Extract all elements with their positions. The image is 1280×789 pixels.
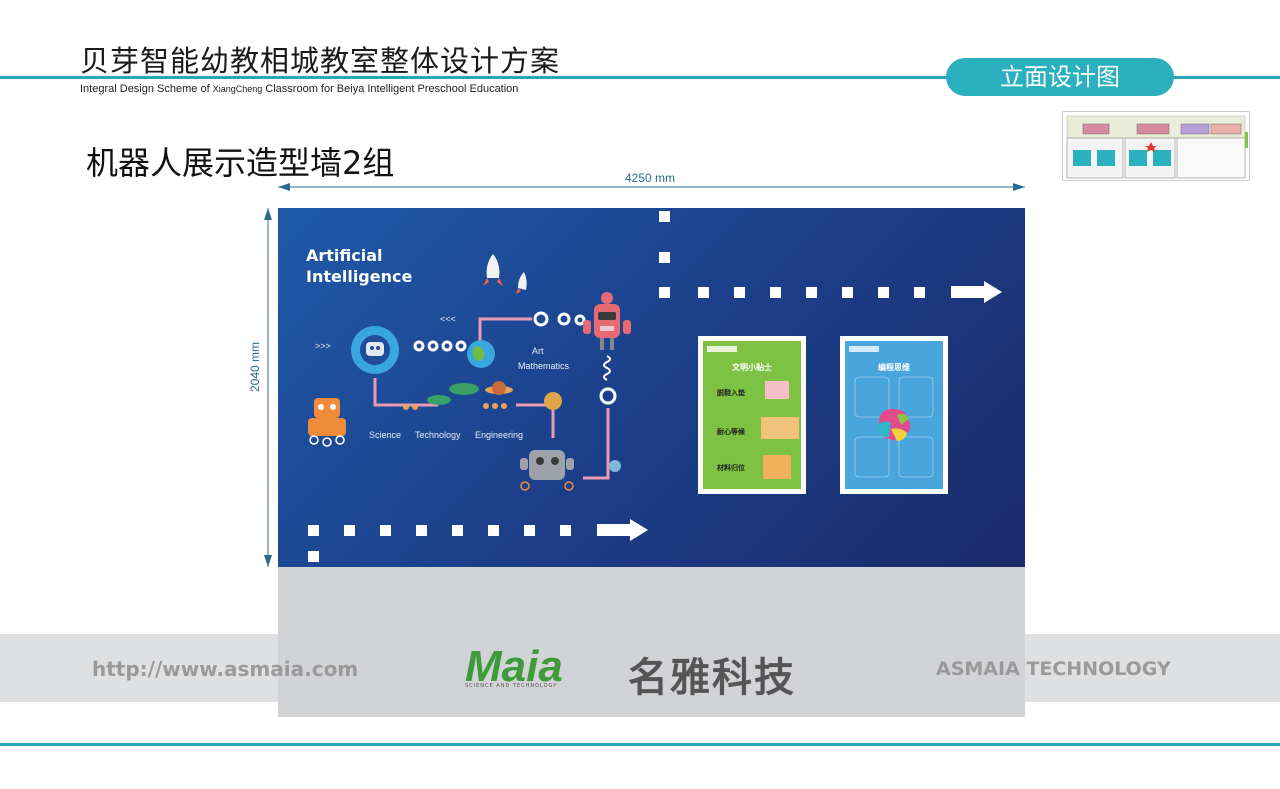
section-badge: 立面设计图 bbox=[946, 58, 1174, 96]
robot-display-wall: Artificial Intelligence bbox=[278, 208, 1025, 567]
label-mathematics: Mathematics bbox=[518, 361, 570, 371]
arrows-left: >>> bbox=[315, 341, 331, 351]
gear-robot-icon bbox=[351, 326, 399, 374]
rocket-icons bbox=[483, 254, 527, 294]
orange-robot-icon bbox=[308, 398, 346, 447]
box-illustration bbox=[763, 455, 791, 479]
arrows-top: <<< bbox=[440, 314, 456, 324]
planet-icons bbox=[427, 381, 621, 472]
watermark-logo-tagline: SCIENCE AND TECHNOLOGY bbox=[465, 683, 558, 689]
wall-illustration bbox=[308, 211, 1002, 562]
poster-logo bbox=[707, 346, 737, 352]
ai-title: Artificial Intelligence bbox=[306, 246, 413, 286]
poster-logo bbox=[849, 346, 879, 352]
document-title: 贝芽智能幼教相城教室整体设计方案 bbox=[80, 44, 561, 78]
watermark-brand-cn: 名雅科技 bbox=[628, 655, 796, 701]
grey-robot-icon bbox=[520, 450, 574, 491]
children-illustration bbox=[761, 417, 799, 439]
poster-title: 编程思维 bbox=[878, 363, 910, 372]
dotted-path-bottom bbox=[308, 519, 648, 562]
poster-item: 材料归位 bbox=[717, 464, 745, 472]
watermark-logo: Maia bbox=[465, 642, 563, 691]
footer-divider bbox=[0, 743, 1280, 746]
shoes-illustration bbox=[765, 381, 789, 399]
section-title: 机器人展示造型墙2组 bbox=[86, 144, 395, 182]
label-engineering: Engineering bbox=[475, 430, 524, 440]
watermark-band bbox=[0, 634, 1280, 702]
brain-diagram bbox=[854, 376, 934, 478]
floor-plan-thumbnail bbox=[1062, 111, 1250, 181]
width-dimension: 4250 mm bbox=[625, 171, 676, 185]
pink-robot-icon bbox=[583, 292, 631, 350]
gear-icons bbox=[413, 311, 617, 405]
label-art: Art bbox=[532, 346, 544, 356]
dotted-path-top bbox=[659, 211, 1002, 303]
poster-title: 文明小贴士 bbox=[732, 363, 772, 372]
document-subtitle: Integral Design Scheme of XiangCheng Cla… bbox=[80, 83, 519, 95]
poster-programming-thinking: 编程思维 bbox=[840, 336, 948, 494]
header-divider bbox=[0, 76, 1280, 79]
poster-item: 耐心等候 bbox=[717, 428, 745, 436]
poster-civility-tips: 文明小贴士 脱鞋入垫 耐心等候 材料归位 bbox=[698, 336, 806, 494]
watermark-url: http://www.asmaia.com bbox=[92, 657, 359, 681]
dimension-lines bbox=[264, 183, 1025, 567]
watermark-brand-en: ASMAIA TECHNOLOGY bbox=[936, 658, 1171, 680]
label-technology: Technology bbox=[415, 430, 461, 440]
height-dimension: 2040 mm bbox=[248, 341, 262, 392]
poster-item: 脱鞋入垫 bbox=[717, 389, 745, 397]
small-planets bbox=[403, 403, 507, 410]
label-science: Science bbox=[369, 430, 402, 440]
